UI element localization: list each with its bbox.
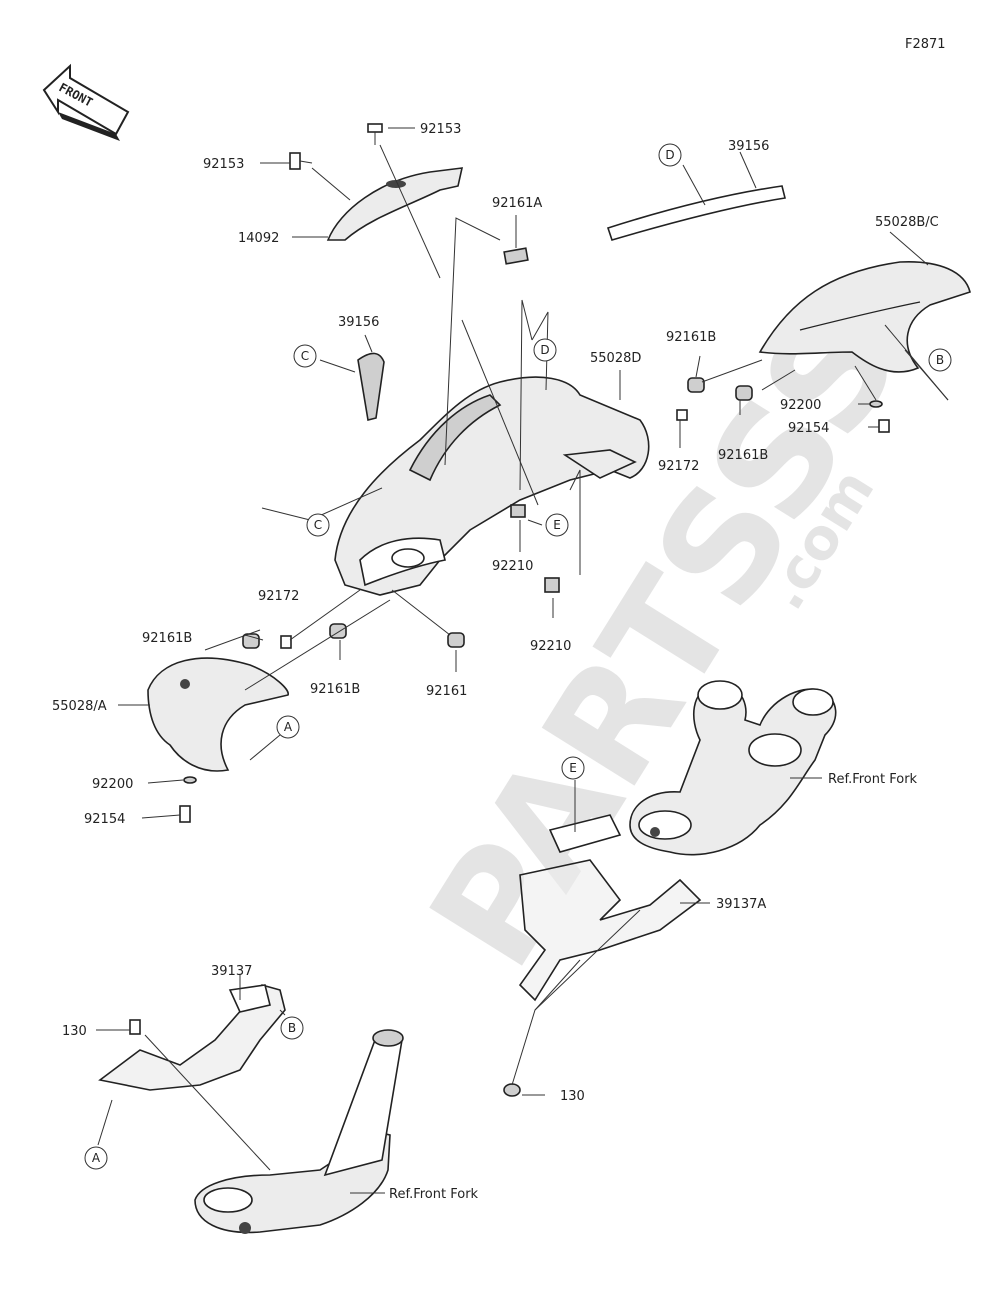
callout-A-left: A	[276, 715, 300, 739]
bracket-39137	[98, 984, 286, 1091]
label-92200-left: 92200	[92, 777, 133, 792]
svg-text:E: E	[569, 761, 577, 775]
label-130-right: 130	[560, 1089, 585, 1104]
nut-92210-b	[544, 577, 560, 593]
upper-triple-clamp	[629, 680, 837, 856]
bolt-130-right	[503, 1083, 521, 1097]
bolt-92153-left	[289, 152, 313, 170]
callout-B-bottom: B	[280, 1016, 304, 1040]
label-39156-top: 39156	[728, 139, 769, 154]
grommet-92161	[447, 632, 465, 648]
label-92161B-mid: 92161B	[310, 682, 360, 697]
label-92161: 92161	[426, 684, 467, 699]
svg-text:C: C	[301, 349, 309, 363]
leader-lines	[96, 127, 949, 1194]
label-14092: 14092	[238, 231, 279, 246]
callout-C-upper: C	[293, 344, 317, 368]
cowl-55028D	[334, 376, 650, 596]
svg-text:E: E	[553, 518, 561, 532]
label-55028A: 55028/A	[52, 699, 107, 714]
cover-14092	[326, 167, 464, 241]
front-arrow-icon: FRONT	[42, 63, 130, 141]
cover-55028A	[147, 657, 289, 772]
callout-C-lower: C	[306, 513, 330, 537]
label-55028D: 55028D	[590, 351, 641, 366]
callout-A-bottom: A	[84, 1146, 108, 1170]
label-39137: 39137	[211, 964, 252, 979]
bolt-92153-top	[367, 123, 383, 145]
washer-92200-right	[869, 400, 883, 408]
label-ref-front-fork-bottom: Ref.Front Fork	[389, 1187, 479, 1202]
label-92153-left: 92153	[203, 157, 244, 172]
label-92161B-right-2: 92161B	[718, 448, 768, 463]
callout-D-right: D	[533, 338, 557, 362]
svg-text:C: C	[314, 518, 322, 532]
washer-92200-left	[183, 776, 197, 784]
svg-text:D: D	[540, 343, 549, 357]
nut-92210-a	[510, 504, 526, 518]
grommet-92161B-left	[242, 633, 260, 649]
label-92210-b: 92210	[530, 639, 571, 654]
screw-92154-left	[179, 805, 191, 823]
grommet-92161A	[503, 247, 529, 265]
label-39137A: 39137A	[716, 897, 766, 912]
label-92172-right: 92172	[658, 459, 699, 474]
callouts: D C D B C E A E B A	[84, 143, 952, 1170]
watermark: PARTSSS .com	[398, 282, 935, 997]
screw-92154-right	[878, 419, 890, 433]
part-labels: 92153 92153 14092 92161A 39156 55028B/C …	[52, 122, 939, 1202]
label-92154-right: 92154	[788, 421, 829, 436]
callout-B-right: B	[928, 348, 952, 372]
trim-strip-39156-top	[606, 185, 786, 241]
bracket-39137A	[518, 814, 702, 1002]
label-92200-right: 92200	[780, 398, 821, 413]
figure-code: F2871	[905, 37, 946, 52]
cover-55028BC	[758, 261, 971, 373]
label-55028BC: 55028B/C	[875, 215, 939, 230]
trim-strip-39156-left	[357, 352, 385, 421]
label-92161B-left: 92161B	[142, 631, 192, 646]
svg-text:D: D	[665, 148, 674, 162]
label-ref-front-fork-top: Ref.Front Fork	[828, 772, 918, 787]
callout-E-upper: E	[545, 513, 569, 537]
label-92172-left: 92172	[258, 589, 299, 604]
steering-stem-lower-clamp	[194, 1029, 404, 1234]
svg-text:A: A	[92, 1151, 101, 1165]
label-92154-left: 92154	[84, 812, 125, 827]
watermark-brand: PARTSSS	[398, 282, 935, 997]
svg-text:B: B	[936, 353, 944, 367]
label-39156-left: 39156	[338, 315, 379, 330]
label-92153-top: 92153	[420, 122, 461, 137]
label-92210-a: 92210	[492, 559, 533, 574]
screw-92172-right	[676, 409, 688, 421]
bolt-130-left	[129, 1019, 141, 1035]
callout-D-upper: D	[658, 143, 682, 167]
grommet-92161B-right-2	[735, 385, 753, 401]
callout-E-lower: E	[561, 756, 585, 780]
svg-text:A: A	[284, 720, 293, 734]
grommet-92161B-right-1	[687, 377, 705, 393]
label-130-left: 130	[62, 1024, 87, 1039]
svg-text:B: B	[288, 1021, 296, 1035]
label-92161A: 92161A	[492, 196, 542, 211]
screw-92172-left	[280, 635, 292, 649]
label-92161B-right-1: 92161B	[666, 330, 716, 345]
